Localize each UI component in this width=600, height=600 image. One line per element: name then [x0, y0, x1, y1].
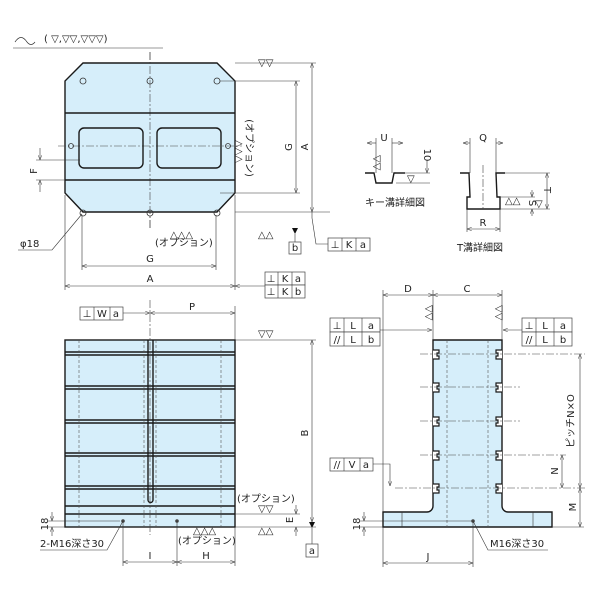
dim-a-vertical: A — [300, 143, 311, 150]
dim-u: U — [380, 133, 387, 144]
window-left — [78, 127, 144, 169]
dim-d: D — [404, 284, 412, 295]
t-slot-detail: Q T S △△ ▽ R T溝詳細図 — [456, 133, 552, 254]
dim-t: T — [541, 186, 552, 194]
pitch-label: ピッチN×O — [565, 394, 577, 448]
svg-text:a: a — [360, 240, 366, 251]
svg-text:b: b — [368, 335, 374, 346]
dim-m: M — [568, 503, 579, 512]
roughness-top: ▽▽ — [258, 58, 274, 69]
option-label-bottom: (オプション) — [155, 237, 213, 249]
dim-h: H — [202, 551, 210, 562]
tap-note-front: 2-M16深さ30 — [40, 538, 104, 550]
svg-text://: // — [334, 335, 341, 346]
dim-i: I — [149, 551, 152, 562]
option-label-side: (オプション) — [243, 119, 255, 177]
tolerance-frame-perp-k: ⊥ K a ⊥ K b — [264, 271, 306, 299]
svg-text:▽▽: ▽▽ — [371, 155, 382, 171]
svg-text:L: L — [350, 321, 356, 332]
svg-text://: // — [334, 460, 341, 471]
tap-note-side: M16深さ30 — [490, 538, 544, 550]
wave-icon — [14, 37, 36, 45]
dim-g-vertical: G — [284, 143, 295, 151]
svg-text:△△: △△ — [505, 196, 521, 207]
dim-p: P — [189, 302, 195, 313]
roughness-legend: ( ▽,▽▽,▽▽▽) — [13, 34, 163, 49]
tolerance-frame-right: ⊥ L a // L b — [503, 317, 573, 347]
svg-text:▽: ▽ — [407, 174, 415, 185]
dim-j: J — [426, 552, 430, 563]
dim-q: Q — [479, 133, 487, 144]
tolerance-frame-perp-w: ⊥ W a — [79, 306, 124, 321]
dim-18-side: 18 — [352, 518, 363, 531]
svg-text:⊥: ⊥ — [267, 287, 276, 298]
datum-b: b — [292, 243, 298, 254]
svg-text:▽: ▽ — [535, 199, 543, 210]
option-label-right: (オプション) — [237, 493, 295, 505]
side-view: D C ▽▽ ▽▽ ⊥ L a // L b ⊥ L a // L b — [329, 284, 585, 567]
bolt-holes — [68, 77, 231, 217]
dim-18-front: 18 — [40, 518, 51, 531]
svg-text:△△△: △△△ — [233, 140, 244, 163]
side-profile — [382, 339, 553, 528]
dim-a-horizontal: A — [147, 274, 154, 285]
t-slots — [433, 349, 502, 494]
svg-text:a: a — [368, 321, 374, 332]
svg-text:⊥: ⊥ — [267, 274, 276, 285]
svg-text:K: K — [282, 274, 289, 285]
svg-text:△△: △△ — [258, 526, 274, 537]
tolerance-frame-left: ⊥ L a // L b — [329, 317, 432, 347]
roughness-text: ( ▽,▽▽,▽▽▽) — [44, 34, 108, 45]
dim-s: S — [526, 200, 537, 206]
dim-b: B — [300, 429, 311, 436]
svg-text:a: a — [363, 460, 369, 471]
svg-text:L: L — [542, 335, 548, 346]
tolerance-frame-par-v: // V a — [329, 457, 390, 486]
svg-text:L: L — [542, 321, 548, 332]
window-right — [156, 127, 222, 169]
svg-text:b: b — [295, 287, 301, 298]
svg-text:▽▽: ▽▽ — [423, 305, 434, 321]
svg-text:L: L — [350, 335, 356, 346]
hole-diameter-label: φ18 — [20, 239, 39, 250]
svg-text:V: V — [349, 460, 356, 471]
svg-text:K: K — [282, 287, 289, 298]
top-view: G A G A F φ18 (オプション) (オプション) ▽▽ △△ △△△ … — [18, 52, 371, 299]
svg-text://: // — [526, 335, 533, 346]
svg-text:△△△: △△△ — [193, 526, 216, 537]
svg-text:▽▽: ▽▽ — [258, 329, 274, 340]
svg-text:a: a — [560, 321, 566, 332]
svg-text:K: K — [346, 240, 353, 251]
svg-text:W: W — [97, 309, 107, 320]
datum-a: a — [309, 546, 315, 557]
svg-text:b: b — [560, 335, 566, 346]
svg-text:a: a — [295, 274, 301, 285]
key-detail-caption: キー溝詳細図 — [365, 196, 425, 209]
dim-10: 10 — [421, 149, 432, 162]
dim-c: C — [464, 284, 471, 295]
option-label-bottom: (オプション) — [178, 535, 236, 547]
svg-text:⊥: ⊥ — [83, 309, 92, 320]
center-slot — [147, 340, 154, 504]
tolerance-frame-top-right: ⊥ K a — [327, 237, 371, 252]
svg-text:⊥: ⊥ — [333, 321, 342, 332]
dim-g-horizontal: G — [146, 254, 154, 265]
roughness-bottom: △△ — [258, 230, 274, 241]
front-view: P ⊥ W a B a ▽▽ E (オプション) ▽▽ △△ △△△ (オプショ… — [40, 300, 319, 566]
svg-text:⊥: ⊥ — [331, 240, 340, 251]
roughness-option: △△△ — [170, 230, 193, 241]
svg-text:⊥: ⊥ — [525, 321, 534, 332]
dim-r: R — [480, 218, 487, 229]
svg-text:▽▽: ▽▽ — [258, 504, 274, 515]
key-slot-detail: U 10 ▽ ▽▽ キー溝詳細図 — [365, 133, 432, 209]
dim-f: F — [29, 168, 40, 174]
dim-e: E — [285, 517, 296, 523]
t-detail-caption: T溝詳細図 — [456, 241, 503, 254]
svg-text:a: a — [113, 309, 119, 320]
dim-n: N — [550, 467, 561, 474]
svg-text:▽▽: ▽▽ — [493, 305, 504, 321]
